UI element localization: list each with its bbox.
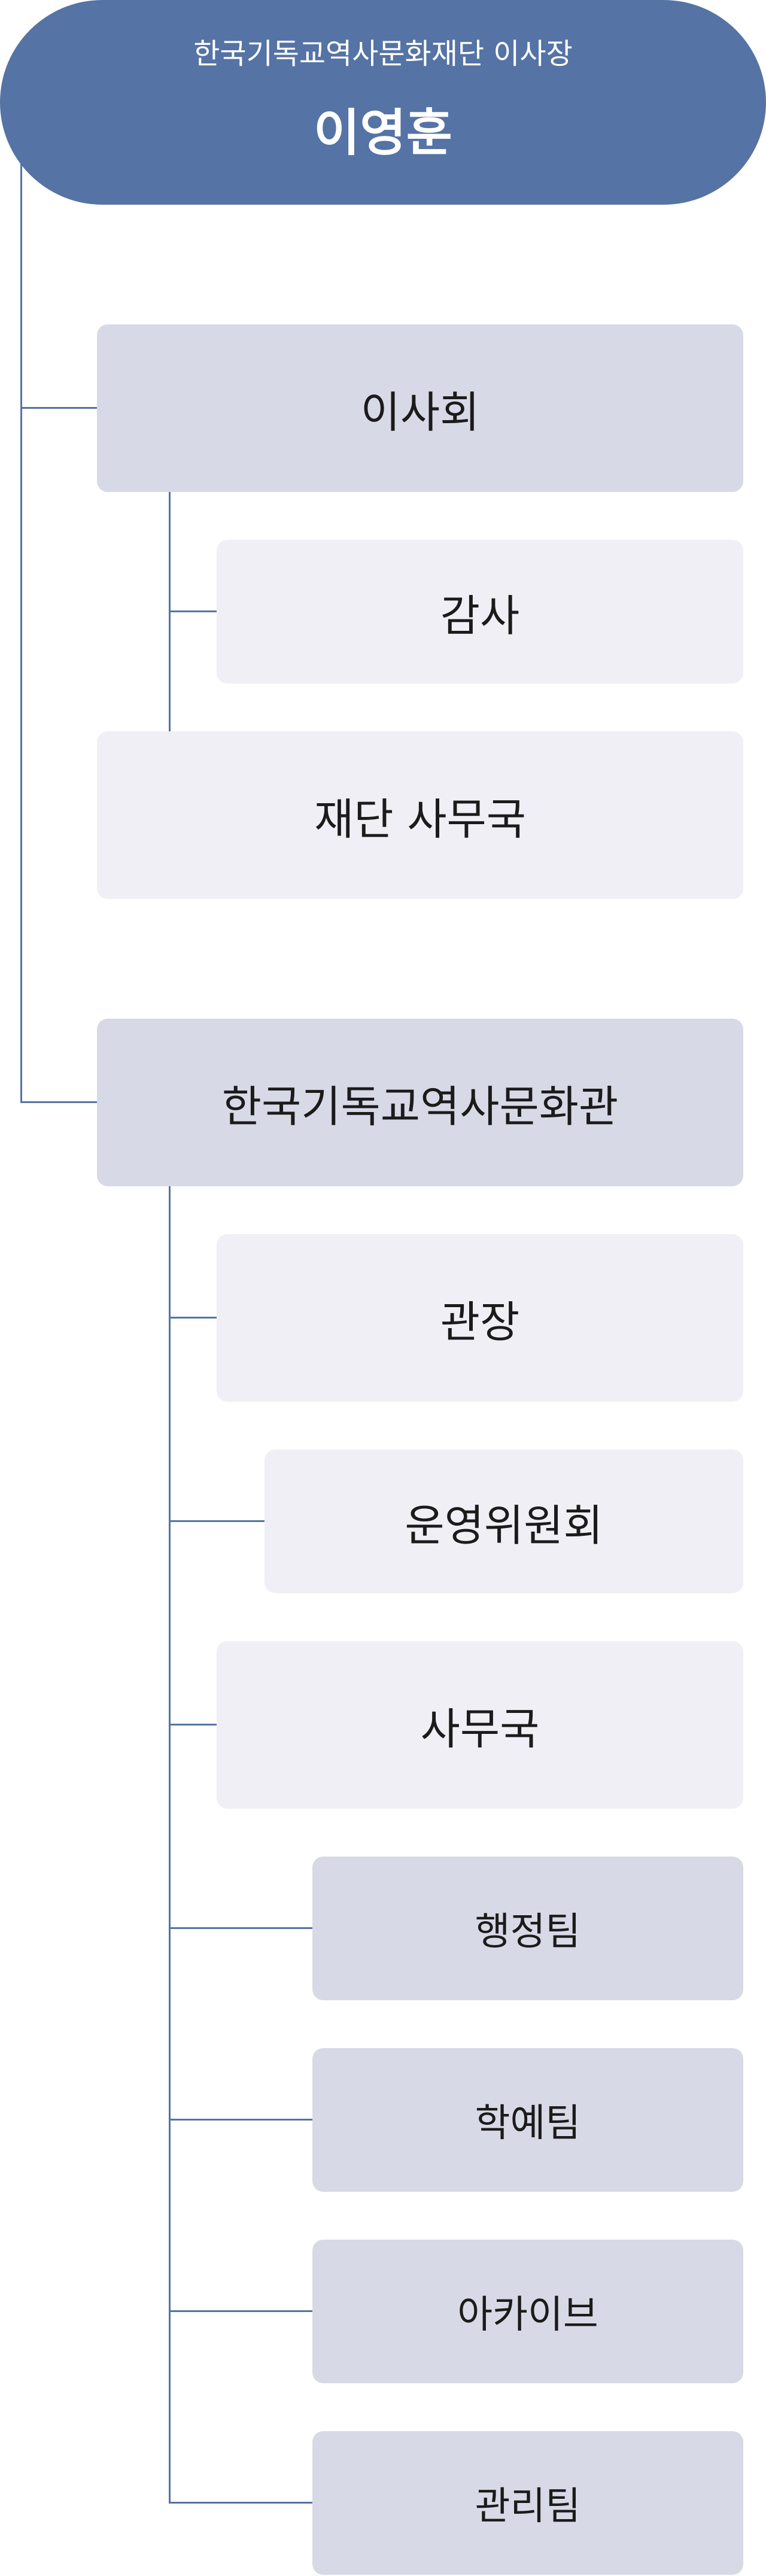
connector-auditor — [169, 610, 217, 612]
connector-board-vertical — [169, 492, 171, 733]
steering-committee-node: 운영위원회 — [265, 1450, 743, 1593]
connector-hall — [20, 1101, 97, 1103]
chairman-name: 이영훈 — [314, 104, 452, 162]
connector-steering-committee — [169, 1520, 265, 1522]
connector-hall-office — [169, 1724, 217, 1726]
connector-hall-vertical — [169, 1186, 171, 2503]
chairman-title: 한국기독교역사문화재단 이사장 — [193, 37, 573, 71]
chairman-node: 한국기독교역사문화재단 이사장 이영훈 — [0, 0, 766, 205]
connector-board — [20, 407, 97, 409]
connector-main-vertical — [20, 156, 22, 1102]
connector-team-curatorial — [169, 2119, 312, 2121]
connector-team-management — [169, 2502, 312, 2504]
hall-office-node: 사무국 — [217, 1641, 743, 1809]
team-archive-node: 아카이브 — [312, 2240, 743, 2383]
foundation-office-node: 재단 사무국 — [97, 731, 743, 899]
auditor-node: 감사 — [217, 540, 743, 684]
connector-team-archive — [169, 2310, 312, 2312]
hall-node: 한국기독교역사문화관 — [97, 1019, 743, 1186]
connector-team-admin — [169, 1927, 312, 1929]
connector-director — [169, 1317, 217, 1319]
director-node: 관장 — [217, 1234, 743, 1402]
board-node: 이사회 — [97, 324, 743, 492]
team-management-node: 관리팀 — [312, 2431, 743, 2575]
team-curatorial-node: 학예팀 — [312, 2048, 743, 2192]
team-admin-node: 행정팀 — [312, 1857, 743, 2000]
